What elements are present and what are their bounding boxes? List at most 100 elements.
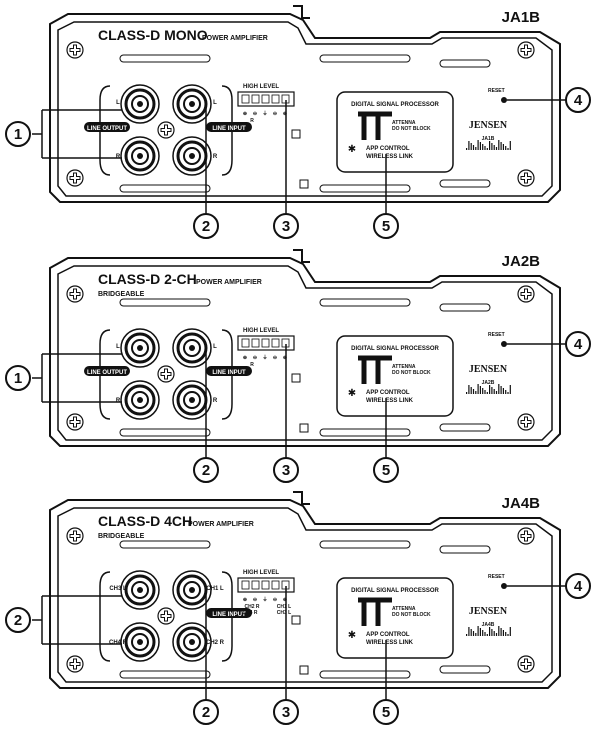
level-meter-bar (470, 143, 472, 150)
square-marker (291, 615, 301, 625)
level-meter-bar (477, 384, 479, 394)
line-input-label: LINE INPUT (212, 370, 246, 376)
level-meter-bar (498, 626, 500, 636)
jack-label: CH2 R (206, 640, 225, 646)
dsp-box (336, 335, 454, 417)
level-meter-bar (475, 633, 477, 636)
terminal-symbol: ⊕ (243, 355, 247, 361)
level-meter-bar (505, 146, 507, 150)
screw-icon (66, 285, 84, 303)
screw-icon (517, 655, 535, 673)
screw-icon (66, 655, 84, 673)
level-meter-bar (489, 141, 491, 150)
level-meter-bar (493, 389, 495, 394)
level-meter-bar (500, 628, 502, 636)
high-level-channel-label: CH2 R (244, 604, 259, 610)
line-output-label: LINE OUTPUT (87, 370, 127, 376)
high-level-terminal (237, 335, 295, 351)
chassis-outline (49, 13, 561, 203)
amplifier-title-suffix: POWER AMPLIFIER (188, 521, 254, 528)
callout-marker: 2 (193, 699, 219, 725)
screw-icon (517, 41, 535, 59)
level-meter-bar (502, 388, 504, 394)
screw-icon (517, 169, 535, 187)
wireless-link-label: WIRELESS LINK (366, 398, 414, 404)
antenna-label: ATTENNA (392, 606, 416, 612)
callout-marker: 4 (565, 573, 591, 599)
terminal-pin (261, 338, 270, 348)
dsp-box (336, 577, 454, 659)
callout-number: 5 (382, 462, 390, 479)
antenna-label: ATTENNA (392, 364, 416, 370)
terminal-pin (251, 580, 260, 590)
square-marker (299, 423, 309, 433)
callout-marker: 5 (373, 699, 399, 725)
terminal-symbol: ⏚ (262, 596, 267, 603)
high-level-channel-label: R (250, 118, 254, 124)
top-bracket (293, 5, 310, 19)
reset-button (501, 97, 507, 103)
amplifier-title: CLASS-D 4CH (98, 513, 192, 529)
vent-slot (319, 670, 411, 679)
level-meter-bar (502, 144, 504, 150)
antenna-icon (358, 355, 392, 384)
antenna-icon (358, 597, 392, 626)
rca-jack-icon (120, 84, 160, 124)
jack-label: L (213, 100, 217, 106)
chassis-inner (57, 21, 553, 197)
app-control-label: APP CONTROL (366, 146, 410, 152)
reset-label: RESET (488, 88, 505, 94)
dsp-box (336, 91, 454, 173)
callout-number: 2 (202, 218, 210, 235)
level-meter-bar (495, 633, 498, 636)
callout-number: 4 (574, 578, 583, 595)
level-meter-bar (486, 634, 488, 636)
terminal-symbol: ⊕ (243, 597, 247, 603)
model-label: JA1B (502, 9, 541, 26)
dsp-title: DIGITAL SIGNAL PROCESSOR (351, 102, 439, 108)
app-control-label: APP CONTROL (366, 632, 410, 638)
screw-icon (517, 285, 535, 303)
level-meter-bar (484, 146, 486, 150)
callout-number: 2 (14, 612, 22, 629)
line-output-pill (84, 122, 130, 132)
level-meter-bar (479, 386, 481, 394)
high-level-channel-label: CH3 L (277, 610, 291, 616)
callout-number: 3 (282, 704, 290, 721)
screw-icon (66, 169, 84, 187)
level-meter-bar (466, 392, 468, 394)
level-meter-bar (477, 626, 479, 636)
level-meter-bar (507, 148, 509, 150)
vent-slot (439, 303, 491, 312)
terminal-pin (251, 94, 260, 104)
amplifier-subtitle: BRIDGEABLE (98, 291, 145, 298)
level-meter-bar (475, 147, 477, 150)
jensen-logo: JENSEN (469, 606, 508, 617)
level-meter-bar (482, 388, 484, 394)
level-meter-bar (507, 634, 509, 636)
level-meter-bar (482, 144, 484, 150)
level-meter-bar (498, 140, 500, 150)
screw-icon (66, 41, 84, 59)
callout-marker: 2 (5, 607, 31, 633)
jack-label: L (213, 344, 217, 350)
terminal-symbol: ⏚ (262, 110, 267, 117)
antenna-label: ATTENNA (392, 120, 416, 126)
vent-slot (319, 54, 411, 63)
callout-number: 1 (14, 126, 22, 143)
rca-jack-icon (120, 622, 160, 662)
rca-jack-icon (120, 380, 160, 420)
level-meter-bar (466, 148, 468, 150)
terminal-pin (241, 580, 250, 590)
square-marker (291, 373, 301, 383)
terminal-symbol: ⊕ (283, 111, 287, 117)
callout-marker: 4 (565, 331, 591, 357)
jack-label: R (213, 398, 218, 404)
level-meter-bar (484, 390, 486, 394)
terminal-symbol: ⏚ (262, 354, 267, 361)
reset-button (501, 341, 507, 347)
terminal-pin (261, 94, 270, 104)
vent-slot (319, 540, 411, 549)
level-meter-bar (489, 385, 491, 394)
